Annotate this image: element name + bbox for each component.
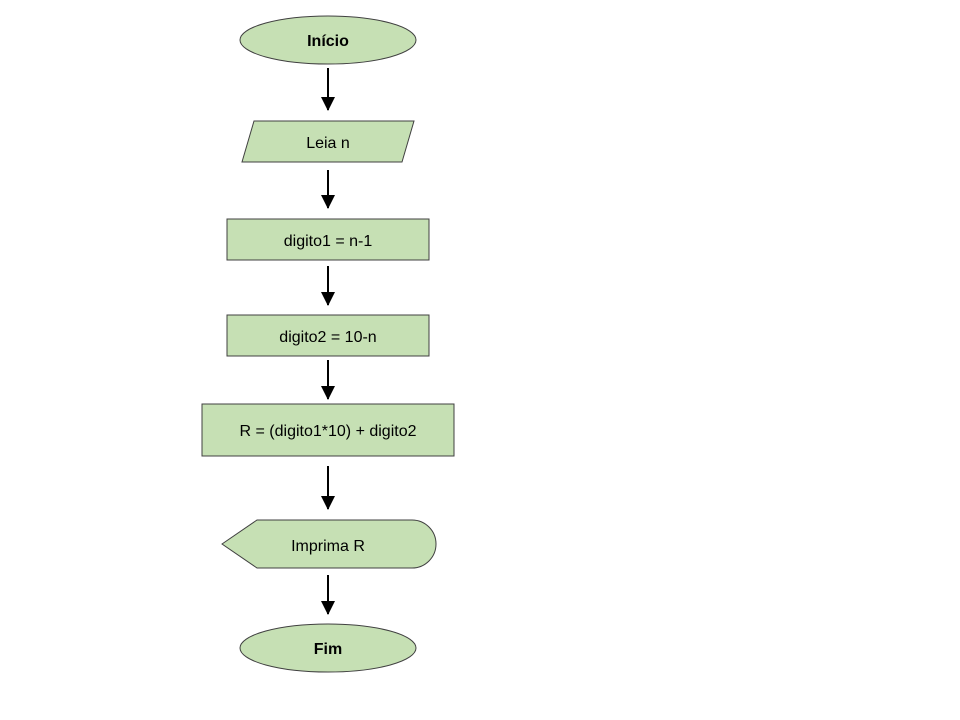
arrow-step1-to-step2 (321, 266, 335, 306)
arrow-start-to-input (321, 68, 335, 111)
end-ellipse (239, 623, 417, 673)
arrowhead-5 (321, 496, 335, 510)
step1-rect (226, 218, 430, 261)
step3-node: R = (digito1*10) + digito2 (201, 403, 455, 457)
step2-label: digito2 = 10-n (279, 329, 376, 346)
output-display-shape (221, 519, 437, 569)
end-node: Fim (239, 623, 417, 673)
arrowhead-4 (321, 386, 335, 400)
arrowhead-3 (321, 292, 335, 306)
arrow-input-to-step1 (321, 170, 335, 209)
step3-rect (201, 403, 455, 457)
output-label: Imprima R (291, 538, 365, 555)
output-node: Imprima R (221, 519, 437, 569)
input-node: Leia n (241, 120, 415, 163)
step2-rect (226, 314, 430, 357)
start-node: Início (239, 15, 417, 65)
arrow-step3-to-output (321, 466, 335, 510)
arrow-step2-to-step3 (321, 360, 335, 400)
input-label: Leia n (306, 135, 350, 152)
end-label: Fim (314, 641, 342, 658)
step1-label: digito1 = n-1 (284, 233, 373, 250)
arrow-output-to-end (321, 575, 335, 615)
step2-node: digito2 = 10-n (226, 314, 430, 357)
arrowhead-6 (321, 601, 335, 615)
start-ellipse (239, 15, 417, 65)
step3-label: R = (digito1*10) + digito2 (240, 423, 417, 440)
input-parallelogram (241, 120, 415, 163)
start-label: Início (307, 33, 349, 50)
arrowhead-1 (321, 97, 335, 111)
step1-node: digito1 = n-1 (226, 218, 430, 261)
arrowhead-2 (321, 195, 335, 209)
